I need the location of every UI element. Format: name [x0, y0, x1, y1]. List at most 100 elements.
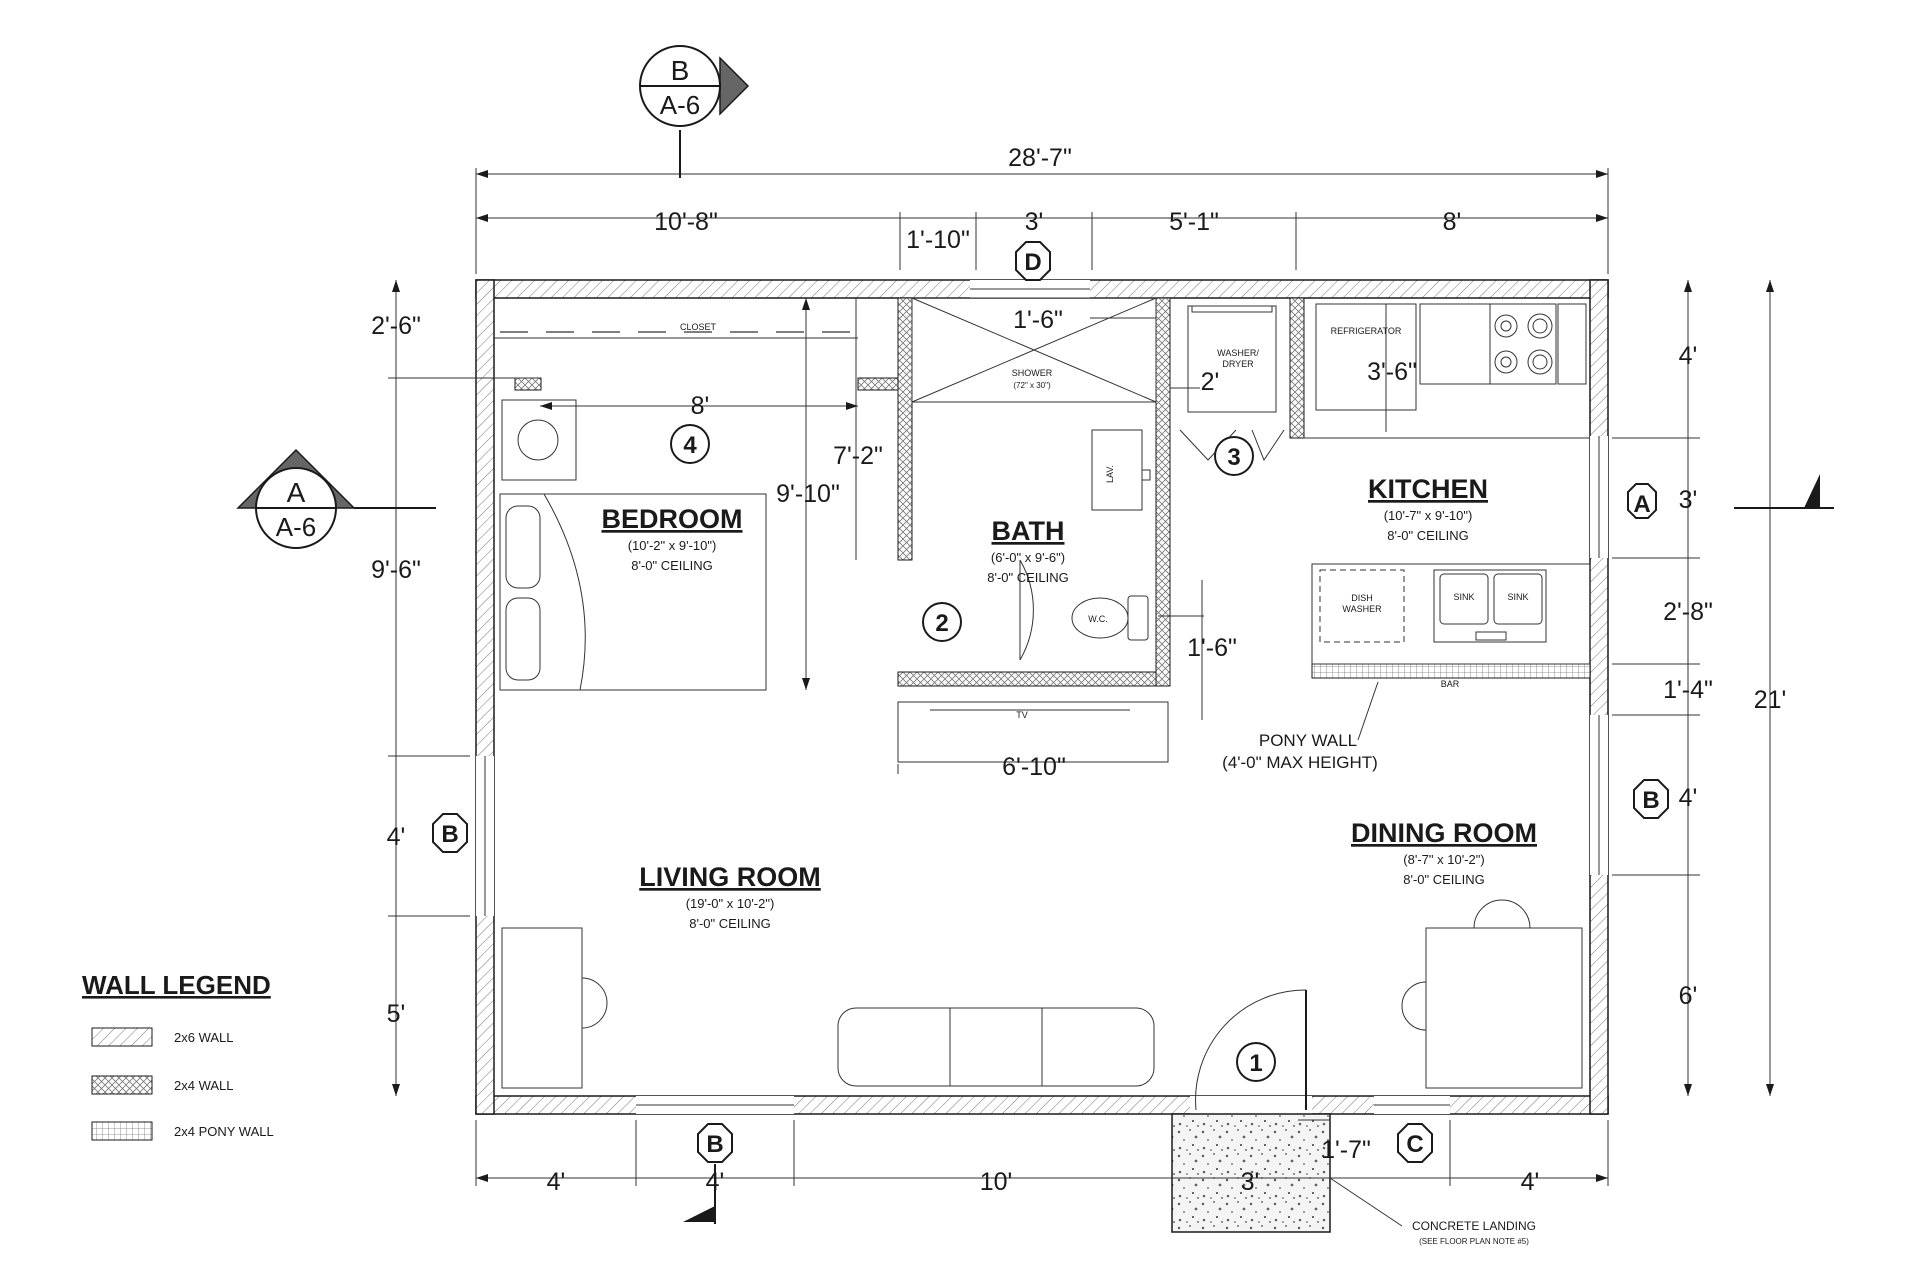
- dining-name: DINING ROOM: [1351, 818, 1537, 848]
- refrigerator-label: REFRIGERATOR: [1331, 326, 1402, 336]
- bath-ceiling: 8'-0" CEILING: [987, 570, 1069, 585]
- legend-item-2x4: 2x4 WALL: [174, 1078, 234, 1093]
- water-closet: W.C.: [1071, 595, 1149, 641]
- window-tag-b-bottom: B: [706, 1131, 723, 1158]
- shower-label: SHOWER: [1012, 368, 1053, 378]
- dim-left-1: 2'-6": [371, 312, 421, 340]
- dim-bottom-1: 4': [547, 1168, 566, 1196]
- shower-size: (72" x 30"): [1013, 381, 1051, 390]
- dim-bottom-5: 1'-7": [1321, 1136, 1371, 1164]
- lav-label: LAV.: [1105, 465, 1115, 483]
- dim-shower: 1'-6": [1013, 306, 1063, 334]
- section-left-sheet: A-6: [276, 512, 316, 542]
- dim-top-4: 5'-1": [1169, 208, 1219, 236]
- interior-walls: [514, 297, 1591, 687]
- wall-legend: WALL LEGEND 2x6 WALL 2x4 WALL 2x4 PONY W…: [82, 970, 274, 1141]
- bedroom-size: (10'-2" x 9'-10"): [628, 538, 717, 553]
- dim-tv: 6'-10": [1002, 753, 1066, 781]
- dim-closet: 8': [691, 392, 710, 420]
- tv-label: TV: [1016, 710, 1028, 720]
- exterior-walls: [475, 279, 1609, 1115]
- section-marker-top: B A-6: [639, 45, 750, 178]
- kitchen-island: DISH WASHER SINK SINK BAR: [1311, 563, 1591, 689]
- dim-overall-height: 21': [1754, 686, 1787, 714]
- dim-bedroom: 9'-10": [776, 480, 840, 508]
- dimension-lines: [388, 168, 1771, 1186]
- window-tag-b-left: B: [441, 821, 458, 848]
- room-labels: BEDROOM (10'-2" x 9'-10") 8'-0" CEILING …: [602, 474, 1538, 931]
- dishwasher-label-2: WASHER: [1342, 604, 1382, 614]
- bedroom-ceiling: 8'-0" CEILING: [631, 558, 713, 573]
- legend-item-pony: 2x4 PONY WALL: [174, 1124, 274, 1139]
- bath-name: BATH: [992, 516, 1065, 546]
- washer-label-2: DRYER: [1222, 359, 1254, 369]
- door-tag-4: 4: [683, 432, 697, 459]
- dim-left-3: 4': [387, 823, 406, 851]
- section-cut-arrows: [683, 474, 1834, 1224]
- dining-table: [1401, 899, 1583, 1089]
- dim-bath: 7'-2": [833, 442, 883, 470]
- door-tag-1: 1: [1249, 1050, 1262, 1077]
- landing-note-1: CONCRETE LANDING: [1412, 1219, 1536, 1233]
- washer-label-1: WASHER/: [1217, 348, 1259, 358]
- dim-right-3: 2'-8": [1663, 598, 1713, 626]
- dishwasher-label-1: DISH: [1351, 593, 1373, 603]
- living-name: LIVING ROOM: [639, 862, 821, 892]
- dim-top-1: 10'-8": [654, 208, 718, 236]
- dim-right-2: 3': [1679, 486, 1698, 514]
- dim-right-4: 1'-4": [1663, 676, 1713, 704]
- counter-range: [1304, 303, 1590, 439]
- lavatory: LAV.: [1091, 429, 1151, 511]
- sink-label-2: SINK: [1507, 592, 1528, 602]
- bed: [499, 493, 767, 691]
- dim-overall-width: 28'-7": [1008, 144, 1072, 172]
- dim-fridge: 3'-6": [1367, 358, 1417, 386]
- legend-item-2x6: 2x6 WALL: [174, 1030, 234, 1045]
- dim-wc: 1'-6": [1187, 634, 1237, 662]
- window-tag-a: A: [1633, 491, 1650, 518]
- dimension-labels: 28'-7" 10'-8" 1'-10" 3' 5'-1" 8' 2'-6" 9…: [371, 144, 1786, 1196]
- door-tag-2: 2: [935, 610, 948, 637]
- section-marker-left: A A-6: [236, 448, 436, 549]
- dim-bottom-4: 3': [1241, 1168, 1260, 1196]
- dim-bottom-3: 10': [980, 1168, 1013, 1196]
- legend-title: WALL LEGEND: [82, 970, 271, 1000]
- wc-label: W.C.: [1088, 614, 1108, 624]
- dim-left-4: 5': [387, 1000, 406, 1028]
- dim-washer: 2': [1201, 368, 1220, 396]
- dim-right-1: 4': [1679, 342, 1698, 370]
- desk: [501, 927, 608, 1089]
- dim-bottom-6: 4': [1521, 1168, 1540, 1196]
- nightstand: [501, 399, 577, 481]
- bar-label: BAR: [1441, 679, 1460, 689]
- sofa: [837, 1007, 1155, 1087]
- kitchen-name: KITCHEN: [1368, 474, 1488, 504]
- window-tag-b-right: B: [1642, 787, 1659, 814]
- section-top-sheet: A-6: [660, 90, 700, 120]
- landing-note: CONCRETE LANDING (SEE FLOOR PLAN NOTE #5…: [1412, 1219, 1536, 1246]
- living-ceiling: 8'-0" CEILING: [689, 916, 771, 931]
- shower: SHOWER (72" x 30"): [911, 297, 1157, 403]
- living-size: (19'-0" x 10'-2"): [686, 896, 775, 911]
- dim-top-2: 1'-10": [906, 226, 970, 254]
- dimension-arrows: [392, 170, 1774, 1182]
- bedroom-name: BEDROOM: [602, 504, 743, 534]
- landing-note-2: (SEE FLOOR PLAN NOTE #5): [1419, 1237, 1529, 1246]
- washer-dryer: WASHER/ DRYER: [1187, 305, 1277, 413]
- concrete-landing: [1171, 1113, 1403, 1233]
- section-top-letter: B: [671, 55, 690, 86]
- pony-wall-note: PONY WALL (4'-0" MAX HEIGHT): [1222, 681, 1379, 772]
- dim-left-2: 9'-6": [371, 556, 421, 584]
- refrigerator: REFRIGERATOR: [1315, 303, 1417, 411]
- window-tag-c: C: [1406, 1131, 1423, 1158]
- section-left-letter: A: [287, 477, 306, 508]
- closet: CLOSET: [494, 322, 858, 339]
- bath-size: (6'-0" x 9'-6"): [991, 550, 1065, 565]
- dim-top-5: 8': [1443, 208, 1462, 236]
- kitchen-size: (10'-7" x 9'-10"): [1384, 508, 1473, 523]
- closet-label: CLOSET: [680, 322, 717, 332]
- pony-wall-note-2: (4'-0" MAX HEIGHT): [1222, 753, 1378, 772]
- kitchen-ceiling: 8'-0" CEILING: [1387, 528, 1469, 543]
- door-tag-3: 3: [1227, 444, 1240, 471]
